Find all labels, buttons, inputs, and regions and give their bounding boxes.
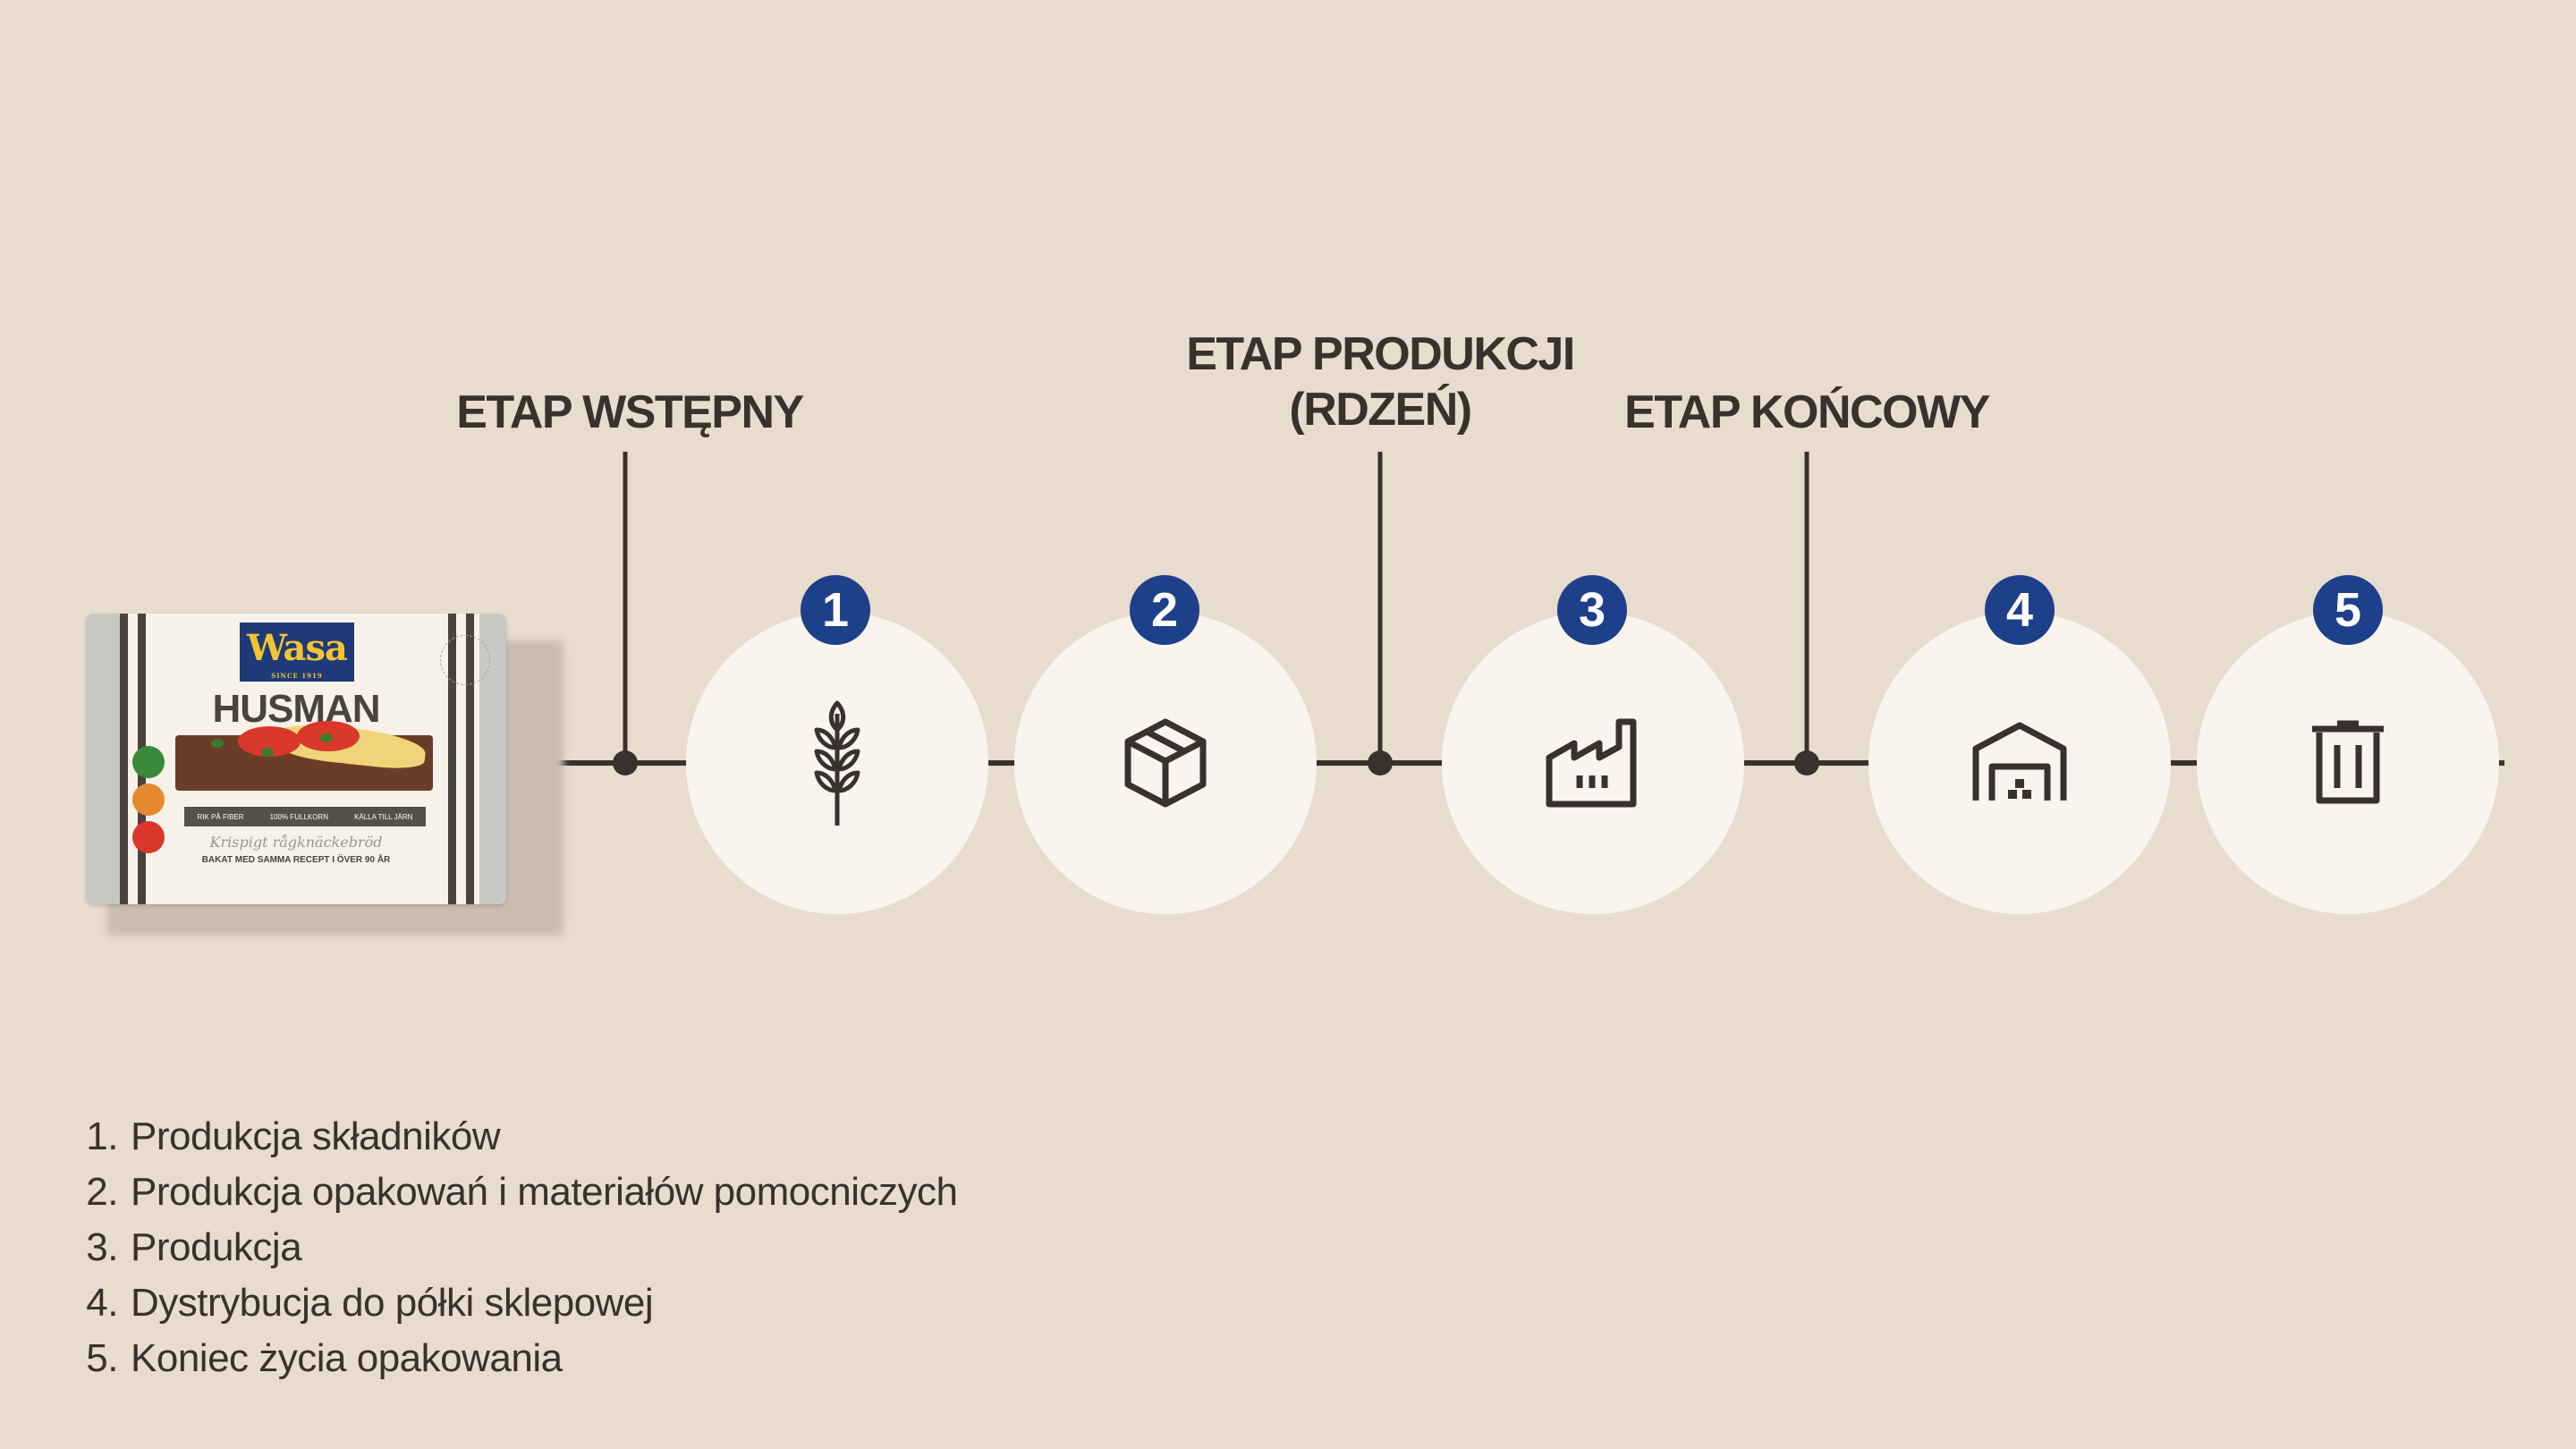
step-circle-5	[2197, 612, 2499, 914]
package-side	[86, 614, 120, 904]
step-badge-3: 3	[1557, 575, 1627, 645]
legend-text: Produkcja opakowań i materiałów pomocnic…	[131, 1170, 958, 1214]
brand-logo-text: Wasa	[247, 627, 348, 669]
step-badge-2: 2	[1130, 575, 1199, 645]
step-badge-5: 5	[2313, 575, 2383, 645]
step-circle-1	[686, 612, 988, 914]
stage-label-line: (RDZEŃ)	[1289, 384, 1472, 436]
legend-item: 5. Koniec życia opakowania	[72, 1331, 957, 1386]
wheat-icon	[814, 700, 860, 826]
step-circle-3	[1442, 612, 1744, 914]
stage-label-line: ETAP KOŃCOWY	[1624, 386, 1990, 438]
step-badge-1: 1	[801, 575, 870, 645]
info-item: RIK PÅ FIBER	[197, 812, 244, 821]
legend-number: 2.	[86, 1170, 118, 1214]
legend-text: Dystrybucja do półki sklepowej	[131, 1281, 654, 1325]
wholegrain-badge-icon	[132, 784, 165, 816]
info-item: KÄLLA TILL JÄRN	[354, 812, 413, 821]
factory-icon	[1546, 718, 1637, 808]
legend-text: Produkcja składników	[131, 1114, 501, 1158]
brand-logo: Wasa SINCE 1919	[240, 623, 354, 682]
quality-seal-icon	[440, 635, 490, 685]
step-badge-4: 4	[1985, 575, 2055, 645]
product-name: HUSMAN	[212, 687, 380, 731]
info-item: 100% FULLKORN	[269, 812, 328, 821]
legend-text: Produkcja	[131, 1225, 302, 1269]
step-circle-2	[1014, 612, 1317, 914]
legend-list: 1. Produkcja składników 2. Produkcja opako…	[72, 1109, 958, 1386]
herb-image	[261, 748, 274, 757]
stage-label-line: ETAP WSTĘPNY	[456, 386, 804, 438]
product-package: Wasa SINCE 1919 HUSMAN RIK PÅ FIBER 100%…	[86, 614, 506, 904]
stage-label-initial: ETAP WSTĘPNY	[456, 385, 804, 440]
product-info-bar: RIK PÅ FIBER 100% FULLKORN KÄLLA TILL JÄ…	[184, 807, 426, 826]
timeline-dot-1	[613, 750, 638, 775]
timeline-dot-2	[1368, 750, 1393, 775]
herb-image	[211, 739, 224, 748]
product-tagline: BAKAT MED SAMMA RECEPT I ÖVER 90 ÅR	[201, 855, 391, 865]
timeline-dot-3	[1794, 750, 1819, 775]
brand-logo-since: SINCE 1919	[271, 672, 323, 680]
legend-item: 1. Produkcja składników	[72, 1109, 957, 1165]
legend-item: 2. Produkcja opakowań i materiałów pomocn…	[72, 1165, 958, 1220]
package-stripe	[448, 614, 456, 904]
package-stripe	[120, 614, 128, 904]
product-description: Krispigt rågknäckebröd	[209, 834, 383, 851]
package-stripe	[466, 614, 474, 904]
fiber-badge-icon	[132, 746, 165, 778]
trash-bin-icon	[2312, 720, 2384, 804]
warehouse-icon	[1972, 722, 2067, 801]
legend-number: 1.	[86, 1114, 118, 1158]
legend-item: 3. Produkcja	[72, 1220, 957, 1275]
stage-label-line: ETAP PRODUKCJI	[1186, 328, 1575, 380]
herb-image	[320, 733, 333, 742]
legend-item: 4. Dystrybucja do półki sklepowej	[72, 1275, 957, 1331]
stage-label-core: ETAP PRODUKCJI (RDZEŃ)	[1186, 326, 1575, 437]
legend-text: Koniec życia opakowania	[131, 1336, 563, 1380]
stage-label-final: ETAP KOŃCOWY	[1624, 385, 1990, 440]
legend-number: 4.	[86, 1281, 118, 1325]
keyhole-badge-icon	[132, 821, 165, 853]
legend-number: 3.	[86, 1225, 118, 1269]
step-circle-4	[1868, 612, 2171, 914]
box-icon	[1124, 718, 1207, 808]
legend-number: 5.	[86, 1336, 118, 1380]
